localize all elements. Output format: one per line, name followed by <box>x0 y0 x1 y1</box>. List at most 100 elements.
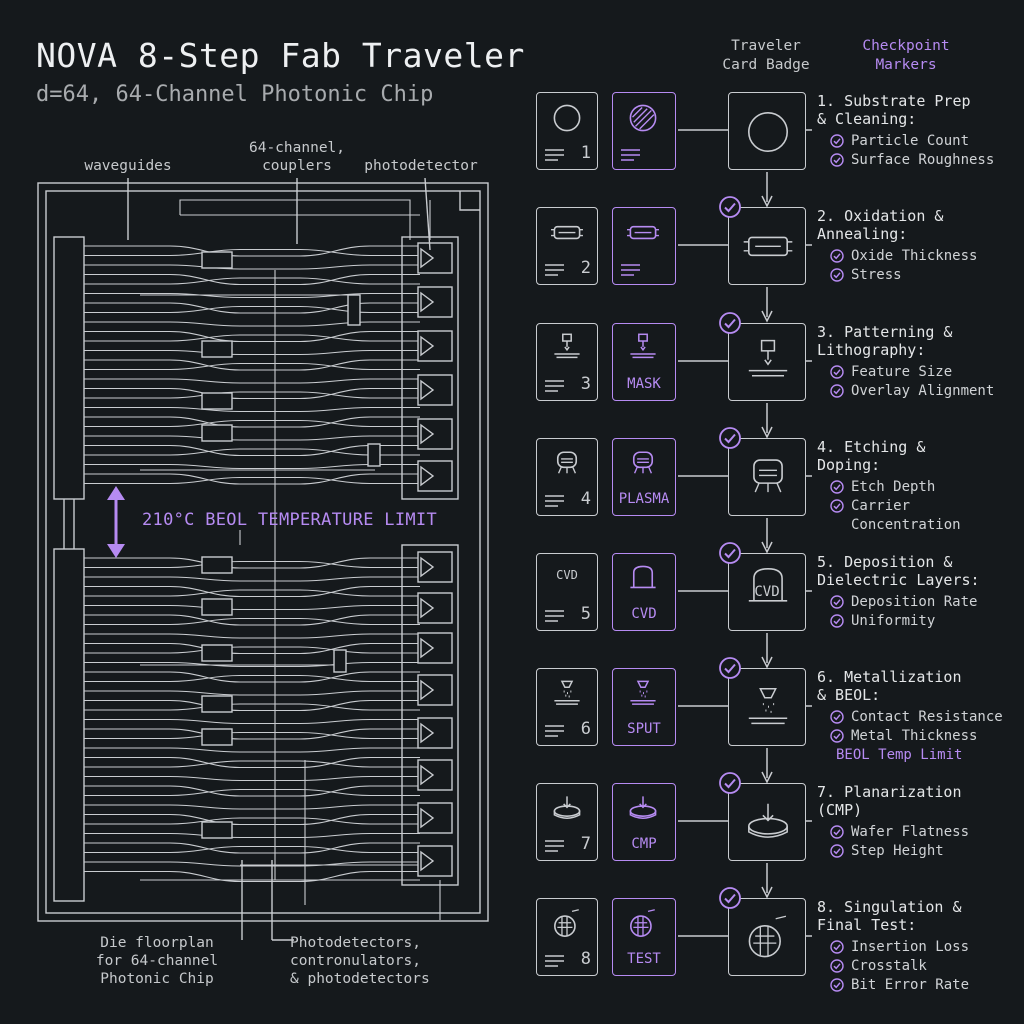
process-icon-box-3[interactable] <box>728 323 806 401</box>
card-step-number: 7 <box>580 834 591 854</box>
waveguide <box>84 362 420 371</box>
traveler-badge-5[interactable]: CVD <box>612 553 676 631</box>
photodetector-symbol <box>420 291 435 313</box>
traveler-badge-7[interactable]: CMP <box>612 783 676 861</box>
modulator <box>201 340 233 358</box>
waveguide <box>84 378 420 384</box>
card-step-number: 6 <box>580 719 591 739</box>
check-icon <box>830 940 844 954</box>
traveler-card-4[interactable]: 4 <box>536 438 598 516</box>
checkpoint-marker: Contact Resistance <box>830 708 1003 727</box>
waveguide <box>84 671 420 683</box>
temperature-arrow-head-up <box>107 486 125 500</box>
checkpoint-marker: Deposition Rate <box>830 593 977 612</box>
modulator <box>201 644 233 662</box>
lithography-icon <box>554 333 580 359</box>
traveler-card-5[interactable]: CVD 5 <box>536 553 598 631</box>
process-icon-box-1[interactable] <box>728 92 806 170</box>
traveler-badge-8[interactable]: TEST <box>612 898 676 976</box>
waveguide <box>84 760 420 768</box>
waveguide <box>84 718 420 725</box>
waveguide <box>84 557 420 569</box>
waveguide <box>84 832 420 839</box>
waveguide <box>84 359 420 371</box>
photodetector-column-bottom <box>401 544 459 886</box>
photodetector-symbol <box>420 423 435 445</box>
waveguide <box>84 785 420 797</box>
wafer-icon <box>747 111 789 153</box>
waveguide <box>84 674 420 683</box>
waveguide <box>84 614 420 626</box>
photodetector-symbol <box>420 722 435 744</box>
traveler-card-1[interactable]: 1 <box>536 92 598 170</box>
traveler-badge-3[interactable]: MASK <box>612 323 676 401</box>
sputter-icon <box>630 680 656 705</box>
modulator <box>201 598 233 616</box>
wafer-icon <box>629 104 657 132</box>
waveguide <box>84 248 420 257</box>
card-step-number: 5 <box>580 604 591 624</box>
traveler-card-8[interactable]: 8 <box>536 898 598 976</box>
check-icon <box>830 134 844 148</box>
wafer-icon <box>553 104 581 132</box>
checkpoint-marker: Feature Size <box>830 363 994 382</box>
process-icon-box-5[interactable]: CVD <box>728 553 806 631</box>
waveguide <box>84 589 420 597</box>
components-caption: Photodetectors, contronulators, & photod… <box>290 935 430 987</box>
photodetector-cell <box>417 330 453 362</box>
photodetector-symbol <box>420 379 435 401</box>
lines-icon <box>621 264 640 276</box>
process-icon-box-7[interactable] <box>728 783 806 861</box>
photodetector-cell <box>417 286 453 318</box>
traveler-card-3[interactable]: 3 <box>536 323 598 401</box>
pad <box>367 443 381 467</box>
waveguide <box>84 817 420 825</box>
checkpoint-check-icon <box>719 312 741 334</box>
sputter-icon <box>554 680 580 705</box>
process-icon-box-6[interactable] <box>728 668 806 746</box>
traveler-card-2[interactable]: 2 <box>536 207 598 285</box>
waveguide <box>84 604 420 611</box>
leader-photodetector <box>424 177 431 251</box>
waveguide <box>84 842 420 854</box>
waveguide <box>84 804 420 810</box>
checkpoint-marker: Wafer Flatness <box>830 823 969 842</box>
checkpoint-marker: Particle Count <box>830 132 994 151</box>
process-icon-box-2[interactable] <box>728 207 806 285</box>
check-icon <box>830 844 844 858</box>
lines-icon <box>545 495 564 507</box>
traveler-badge-1[interactable] <box>612 92 676 170</box>
cmp-pad-icon <box>747 803 789 838</box>
waveguide <box>84 585 420 598</box>
traveler-badge-4[interactable]: PLASMA <box>612 438 676 516</box>
waveguide <box>84 756 420 769</box>
lithography-icon <box>748 339 788 377</box>
waveguide <box>84 349 420 356</box>
photodetector-cell <box>417 845 453 877</box>
photodetector-cell <box>417 551 453 583</box>
pad <box>347 294 361 326</box>
process-icon-box-4[interactable] <box>728 438 806 516</box>
process-icon-box-8[interactable] <box>728 898 806 976</box>
checkpoint-marker: Stress <box>830 266 977 285</box>
step-title: 4. Etching & Doping: <box>817 438 926 474</box>
traveler-card-6[interactable]: 6 <box>536 668 598 746</box>
traveler-badge-2[interactable] <box>612 207 676 285</box>
waveguide <box>84 576 420 582</box>
traveler-badge-6[interactable]: SPUT <box>612 668 676 746</box>
photodetector-cell <box>417 242 453 274</box>
waveguide <box>84 747 420 753</box>
photodetector-symbol <box>420 637 435 659</box>
waveguide <box>84 703 420 711</box>
traveler-card-7[interactable]: 7 <box>536 783 598 861</box>
badge-label: SPUT <box>627 721 661 737</box>
check-icon <box>830 153 844 167</box>
modulator <box>201 821 233 839</box>
modulator <box>201 728 233 746</box>
temperature-limit-label: 210°C BEOL TEMPERATURE LIMIT <box>142 510 437 530</box>
